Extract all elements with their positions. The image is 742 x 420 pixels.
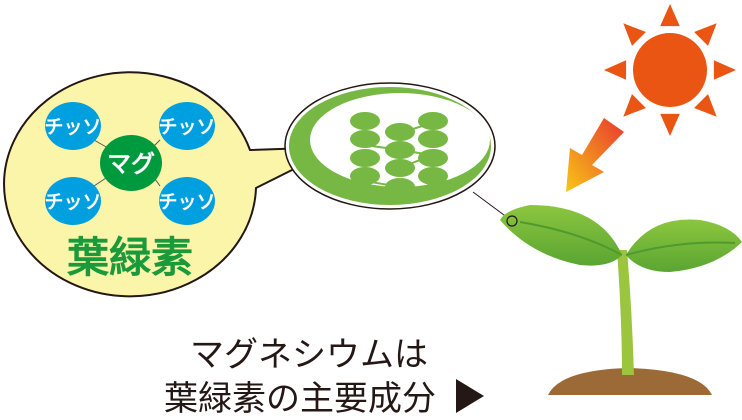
nitrogen-label: チッソ (44, 116, 101, 138)
caption-line2: 葉緑素の主要成分 (164, 379, 436, 419)
sun-ray (713, 60, 736, 80)
sun-ray (660, 4, 680, 27)
sun-ray (623, 94, 646, 117)
seedling (500, 205, 742, 395)
triangle-pointer-icon (456, 379, 484, 413)
sun-ray (660, 113, 680, 136)
caption-line1: マグネシウムは (190, 335, 428, 375)
magnesium-node (100, 135, 162, 191)
magnesium-label: マグ (107, 150, 155, 178)
chlorophyll-title: 葉緑素 (66, 233, 193, 282)
sunlight-arrow (566, 118, 624, 192)
sun-ray (694, 23, 717, 46)
chloroplast (284, 82, 509, 219)
sun-icon (604, 4, 736, 136)
nitrogen-node (45, 177, 101, 225)
sun-ray (623, 23, 646, 46)
nitrogen-node (159, 102, 215, 150)
sun-ray (694, 94, 717, 117)
nitrogen-label: チッソ (158, 191, 215, 213)
nitrogen-label: チッソ (44, 191, 101, 213)
nitrogen-node (45, 102, 101, 150)
nitrogen-label: チッソ (158, 116, 215, 138)
chlorophyll-bubble: チッソ チッソ チッソ チッソ マグ 葉緑素 (3, 71, 339, 298)
nitrogen-node (159, 177, 215, 225)
sun-ray (604, 60, 627, 80)
